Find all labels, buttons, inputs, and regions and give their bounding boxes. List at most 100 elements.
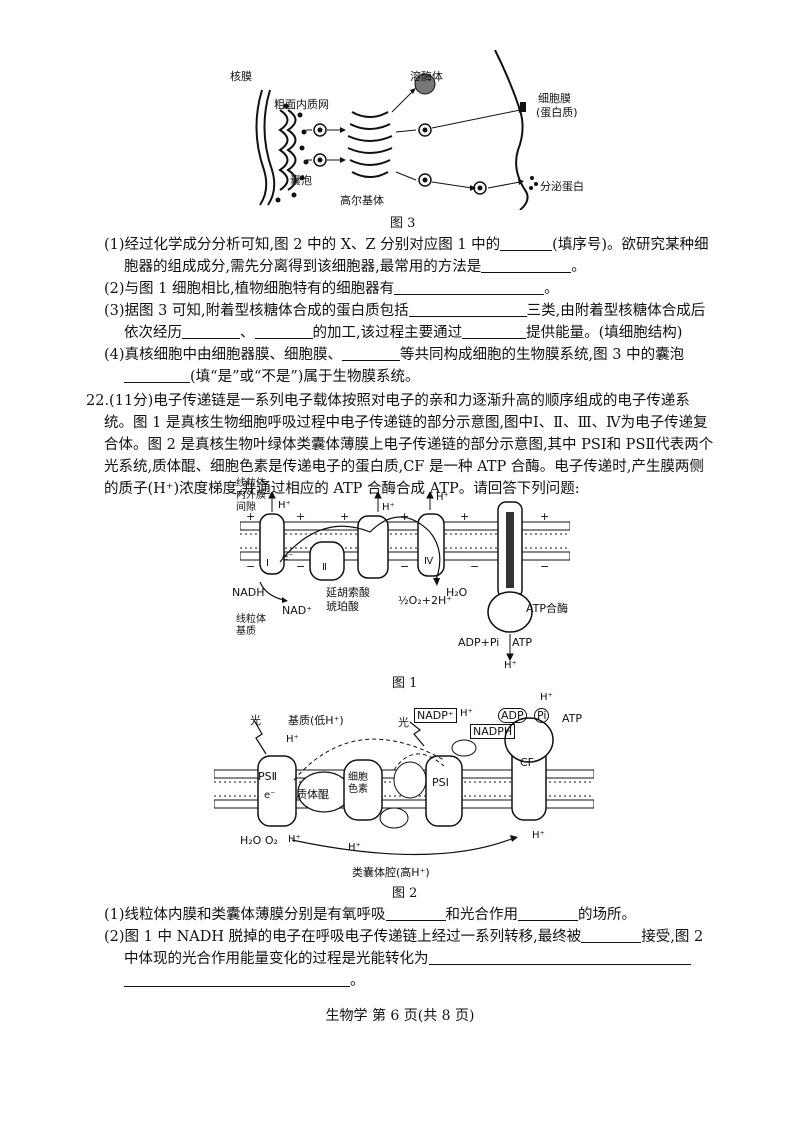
answer-blank[interactable]	[394, 279, 545, 295]
figure-3-caption: 图 3	[390, 216, 416, 231]
question-22-parts: (1)线粒体内膜和类囊体薄膜分别是有氧呼吸和光合作用的场所。 (2)图 1 中 …	[104, 904, 724, 992]
q22-intro-line: 统。图 1 是真核生物细胞呼吸过程中电子传递链的部分示意图,图中Ⅰ、Ⅱ、Ⅲ、Ⅳ为…	[104, 415, 708, 431]
label-cell-membrane: 细胞膜	[538, 92, 571, 105]
svg-text:+: +	[296, 510, 305, 523]
answer-blank[interactable]	[462, 323, 527, 339]
question-22-intro: 22.(11分)电子传递链是一系列电子载体按照对电子的亲和力逐渐升高的顺序组成的…	[86, 390, 726, 500]
svg-text:−: −	[296, 560, 305, 573]
figure-2-drawing	[214, 717, 594, 856]
label-complex-1: Ⅰ	[266, 558, 269, 569]
q21-part1-line1: (1)经过化学成分分析可知,图 2 中的 X、Z 分别对应图 1 中的(填序号)…	[104, 235, 709, 253]
q22-intro-line: 光系统,质体醌、细胞色素是传递电子的蛋白质,CF 是一种 ATP 合酶。电子传递…	[104, 459, 704, 475]
q22-part2-line3: 。	[104, 970, 724, 992]
q21-part4-line1: (4)真核细胞中由细胞器膜、细胞膜、等共同构成细胞的生物膜系统,图 3 中的囊泡	[104, 345, 685, 363]
label-matrix: 线粒体 基质	[236, 614, 266, 637]
label-adp-pi: ADP+Pi	[458, 636, 500, 649]
label-cf: CF	[520, 756, 535, 769]
label-h-plus: H⁺	[532, 830, 545, 841]
svg-text:−: −	[400, 560, 409, 573]
label-nuclear-membrane: 核膜	[230, 70, 252, 83]
label-adp: ADP	[498, 708, 527, 723]
label-pi: Pi	[534, 708, 550, 723]
label-rough-er: 粗面内质网	[274, 98, 329, 111]
q22-part2-line2: 中体现的光合作用能量变化的过程是光能转化为	[104, 948, 724, 970]
label-light: 光	[250, 714, 261, 727]
label-nad: NAD⁺	[282, 604, 313, 617]
label-h-plus: H⁺	[504, 660, 517, 671]
svg-text:−: −	[246, 560, 255, 573]
label-h-plus: H⁺	[436, 492, 449, 503]
label-stroma: 基质(低H⁺)	[288, 714, 344, 727]
q22-intro-line: 合体。图 2 是真核生物叶绿体类囊体薄膜上电子传递链的部分示意图,其中 PSⅠ和…	[104, 437, 714, 453]
answer-blank[interactable]	[254, 323, 313, 339]
figure-1-caption: 图 1	[392, 676, 418, 691]
label-nadph: NADPH	[470, 724, 516, 739]
q22-part1: (1)线粒体内膜和类囊体薄膜分别是有氧呼吸和光合作用的场所。	[104, 905, 637, 923]
figure-1-drawing: + + + + + + − − − − −	[240, 492, 570, 662]
answer-blank[interactable]	[124, 971, 350, 987]
label-h-plus: H⁺	[348, 842, 361, 853]
label-atp: ATP	[562, 712, 583, 725]
label-electron: e⁻	[264, 790, 276, 801]
svg-text:+: +	[400, 510, 409, 523]
q22-intro-line: 的质子(H⁺)浓度梯度,并通过相应的 ATP 合酶合成 ATP。请回答下列问题:	[104, 481, 580, 497]
label-nadh: NADH	[232, 586, 265, 599]
q21-part2: (2)与图 1 细胞相比,植物细胞特有的细胞器有。	[104, 279, 559, 297]
figure-2-caption: 图 2	[392, 886, 418, 901]
answer-blank[interactable]	[428, 949, 691, 965]
page-footer: 生物学 第 6 页(共 8 页)	[325, 1008, 475, 1024]
q21-part4-line2: (填“是”或“不是”)属于生物膜系统。	[104, 366, 724, 388]
label-h-plus: H⁺	[460, 708, 473, 719]
answer-blank[interactable]	[124, 367, 190, 383]
answer-blank[interactable]	[342, 345, 401, 361]
label-light: 光	[398, 716, 409, 729]
answer-blank[interactable]	[385, 905, 446, 921]
svg-text:+: +	[460, 510, 469, 523]
answer-blank[interactable]	[481, 257, 572, 273]
svg-text:+: +	[340, 510, 349, 523]
label-plastoquinone: 质体醌	[296, 788, 329, 801]
label-h-plus: H⁺	[540, 692, 553, 703]
answer-blank[interactable]	[581, 927, 642, 943]
label-atp-synthase: ATP合酶	[526, 602, 569, 615]
label-ps2: PSⅡ	[258, 770, 278, 783]
label-electron: e⁻	[282, 552, 294, 563]
label-succinate: 琥珀酸	[326, 600, 359, 613]
label-membrane-protein: (蛋白质)	[536, 106, 578, 119]
label-oxygen: ½O₂+2H⁺	[398, 594, 453, 607]
svg-text:−: −	[540, 560, 549, 573]
figure-3-drawing	[255, 50, 538, 210]
q21-part1-line2: 胞器的组成成分,需先分离得到该细胞器,最常用的方法是。	[124, 257, 586, 275]
label-water: H₂O	[446, 586, 468, 599]
label-atp: ATP	[512, 636, 533, 649]
svg-text:−: −	[470, 560, 479, 573]
label-h-plus: H⁺	[288, 834, 301, 845]
q22-intro-line: 22.(11分)电子传递链是一系列电子载体按照对电子的亲和力逐渐升高的顺序组成的…	[86, 393, 690, 409]
label-complex-4: Ⅳ	[424, 556, 434, 567]
label-lumen: 类囊体腔(高H⁺)	[352, 866, 430, 879]
label-intermembrane-space: 线粒体 内外膜 间隙	[236, 478, 266, 513]
label-h-plus: H⁺	[286, 734, 299, 745]
label-cytochrome: 细胞 色素	[348, 772, 368, 795]
label-vesicle: 囊泡	[290, 174, 312, 187]
label-lysosome: 溶酶体	[410, 70, 443, 83]
answer-blank[interactable]	[500, 235, 553, 251]
label-fumarate: 延胡索酸	[326, 586, 370, 599]
label-golgi: 高尔基体	[340, 194, 384, 207]
svg-text:+: +	[540, 510, 549, 523]
q22-part2-line1: (2)图 1 中 NADH 脱掉的电子在呼吸电子传递链上经过一系列转移,最终被接…	[104, 927, 704, 945]
label-nadp: NADP⁺	[414, 708, 457, 723]
question-21-parts: (1)经过化学成分分析可知,图 2 中的 X、Z 分别对应图 1 中的(填序号)…	[104, 234, 724, 388]
label-complex-2: Ⅱ	[322, 562, 327, 573]
label-h-plus: H⁺	[382, 502, 395, 513]
answer-blank[interactable]	[182, 323, 240, 339]
svg-text:+: +	[246, 510, 255, 523]
label-water-oxygen: H₂O O₂	[240, 834, 278, 847]
answer-blank[interactable]	[518, 905, 579, 921]
answer-blank[interactable]	[408, 301, 527, 317]
label-h-plus: H⁺	[278, 500, 291, 511]
label-ps1: PSⅠ	[432, 776, 449, 789]
q21-part3-line1: (3)据图 3 可知,附着型核糖体合成的蛋白质包括三类,由附着型核糖体合成后	[104, 301, 706, 319]
q21-part3-line2: 依次经历、的加工,该过程主要通过提供能量。(填细胞结构)	[124, 323, 683, 341]
label-secreted-protein: 分泌蛋白	[540, 180, 584, 193]
